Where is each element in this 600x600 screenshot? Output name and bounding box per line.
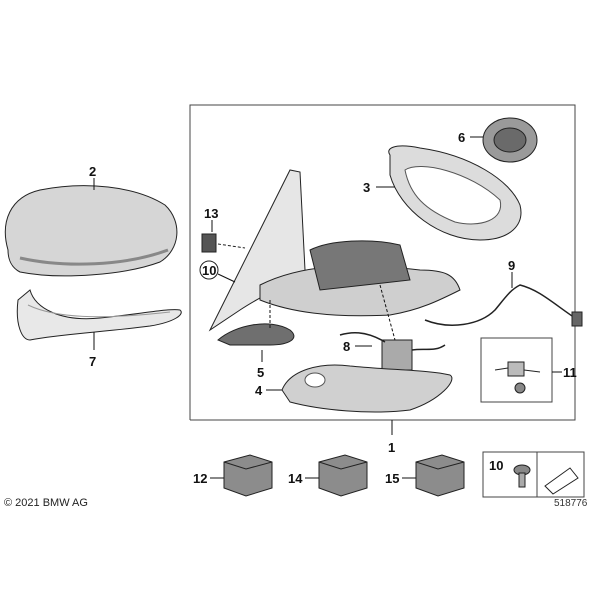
kit-14-part[interactable]: [318, 454, 368, 497]
part-number-14: 14: [288, 471, 303, 486]
part-number-9: 9: [508, 258, 515, 273]
arrow-icon: [544, 467, 579, 495]
part-number-8: 8: [343, 339, 350, 354]
mirror-glass-part[interactable]: [388, 145, 522, 241]
wiring-harness-part[interactable]: [339, 331, 446, 371]
mirror-base-part[interactable]: [208, 169, 461, 332]
part-number-1: 1: [388, 440, 395, 455]
part-number-13: 13: [204, 206, 218, 221]
part-number-11: 11: [563, 365, 577, 380]
small-parts-part[interactable]: [494, 361, 541, 394]
part-number-10-circled: 10: [202, 263, 216, 278]
turn-signal-part[interactable]: [16, 289, 182, 341]
part-number-12: 12: [193, 471, 207, 486]
connector-part[interactable]: [201, 233, 217, 253]
mirror-cap-part[interactable]: [4, 185, 178, 277]
part-number-5: 5: [257, 365, 264, 380]
cover-plate-part[interactable]: [217, 323, 295, 346]
lower-trim-part[interactable]: [281, 364, 453, 413]
part-number-10-box: 10: [489, 458, 503, 473]
adjustment-motor-part[interactable]: [482, 117, 538, 163]
kit-12-part[interactable]: [223, 454, 273, 497]
cable-part[interactable]: [424, 284, 583, 327]
part-number-3: 3: [363, 180, 370, 195]
screw-part[interactable]: [513, 464, 531, 488]
assembly-frame: [189, 104, 576, 421]
part-number-2: 2: [89, 164, 96, 179]
part-number-7: 7: [89, 354, 96, 369]
copyright-text: © 2021 BMW AG: [4, 497, 88, 509]
part-number-4: 4: [255, 383, 263, 398]
diagram-id: 518776: [554, 498, 588, 509]
part-number-15: 15: [385, 471, 399, 486]
kit-15-part[interactable]: [415, 454, 465, 497]
part-number-6: 6: [458, 130, 465, 145]
